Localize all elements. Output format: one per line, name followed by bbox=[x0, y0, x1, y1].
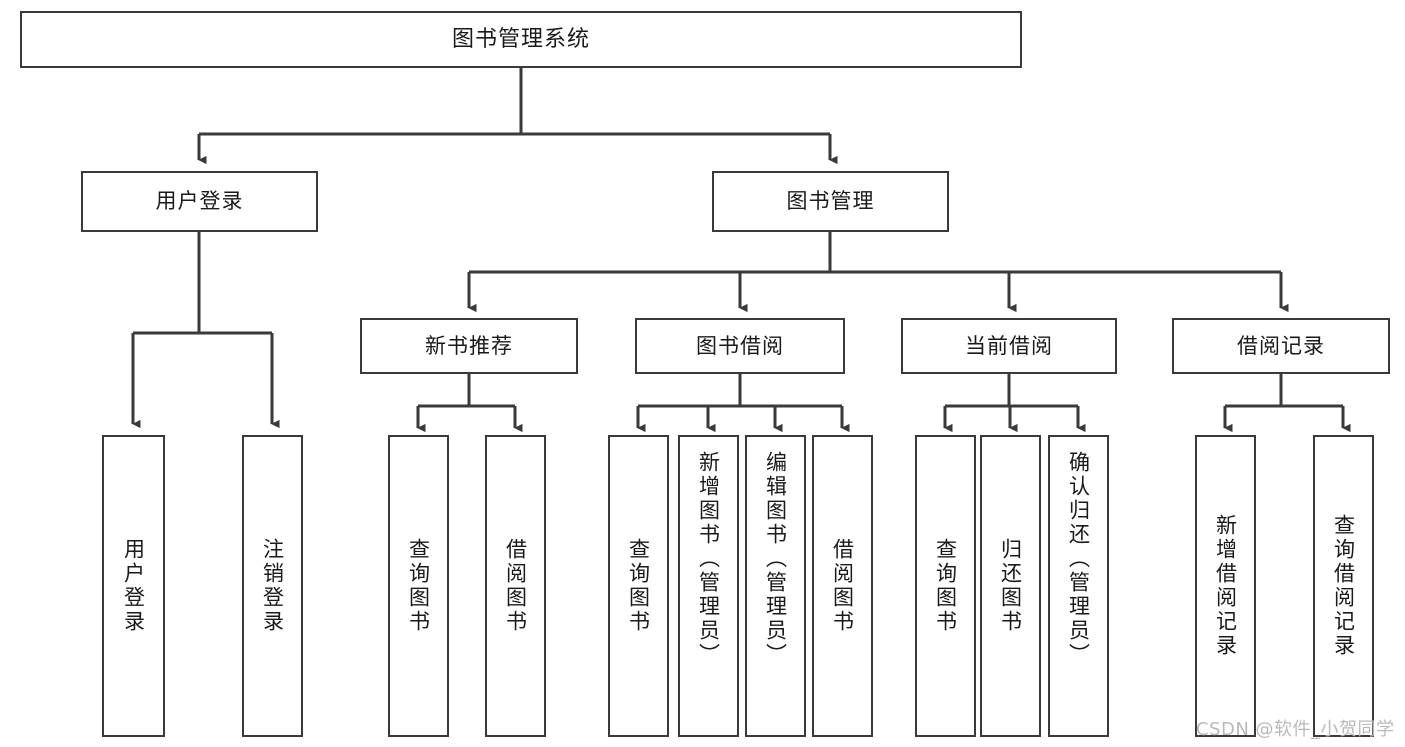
leaf-logout[interactable]: 注销登录 bbox=[242, 435, 303, 737]
leaf-borrow-book-recommend[interactable]: 借阅图书 bbox=[485, 435, 546, 737]
node-label: 图书管理系统 bbox=[451, 26, 590, 52]
node-label: 图书管理 bbox=[786, 189, 875, 214]
node-label: 新书推荐 bbox=[425, 333, 513, 358]
node-label: 借阅记录 bbox=[1237, 333, 1325, 358]
leaf-query-book-borrow[interactable]: 查询图书 bbox=[608, 435, 669, 737]
node-label: 注销登录 bbox=[260, 538, 285, 634]
node-label: 查询图书 bbox=[406, 538, 431, 634]
node-label: 图书借阅 bbox=[696, 333, 784, 358]
csdn-watermark: CSDN @软件_小贺同学 bbox=[1196, 719, 1395, 740]
node-current-borrow[interactable]: 当前借阅 bbox=[901, 318, 1117, 374]
node-label: 查询图书 bbox=[626, 538, 651, 634]
node-user-login[interactable]: 用户登录 bbox=[81, 171, 318, 232]
node-library-management-system[interactable]: 图书管理系统 bbox=[20, 11, 1022, 68]
node-label: 查询图书 bbox=[933, 538, 958, 634]
node-label: 用户登录 bbox=[155, 189, 244, 214]
leaf-query-book-current[interactable]: 查询图书 bbox=[915, 435, 976, 737]
leaf-add-borrow-record[interactable]: 新增借阅记录 bbox=[1195, 435, 1256, 737]
leaf-query-book-recommend[interactable]: 查询图书 bbox=[388, 435, 449, 737]
node-label: 新增借阅记录 bbox=[1213, 514, 1238, 658]
node-label: 借阅图书 bbox=[830, 538, 855, 634]
leaf-borrow-book[interactable]: 借阅图书 bbox=[812, 435, 873, 737]
node-borrow-records[interactable]: 借阅记录 bbox=[1172, 318, 1390, 374]
node-label: 归还图书 bbox=[998, 538, 1023, 634]
leaf-query-borrow-record[interactable]: 查询借阅记录 bbox=[1313, 435, 1374, 737]
node-label: 用户登录 bbox=[121, 538, 146, 634]
leaf-return-book[interactable]: 归还图书 bbox=[980, 435, 1041, 737]
node-label: 借阅图书 bbox=[503, 538, 528, 634]
node-label: 确认归还（管理员） bbox=[1066, 451, 1091, 667]
node-book-management[interactable]: 图书管理 bbox=[712, 171, 949, 232]
leaf-edit-book-admin[interactable]: 编辑图书（管理员） bbox=[745, 435, 806, 737]
leaf-add-book-admin[interactable]: 新增图书（管理员） bbox=[678, 435, 739, 737]
leaf-confirm-return-admin[interactable]: 确认归还（管理员） bbox=[1048, 435, 1109, 737]
leaf-user-login[interactable]: 用户登录 bbox=[102, 435, 165, 737]
node-label: 查询借阅记录 bbox=[1331, 514, 1356, 658]
node-new-book-recommend[interactable]: 新书推荐 bbox=[360, 318, 578, 374]
node-label: 新增图书（管理员） bbox=[696, 451, 721, 667]
node-label: 编辑图书（管理员） bbox=[763, 451, 788, 667]
node-label: 当前借阅 bbox=[965, 333, 1053, 358]
node-book-borrow[interactable]: 图书借阅 bbox=[635, 318, 845, 374]
